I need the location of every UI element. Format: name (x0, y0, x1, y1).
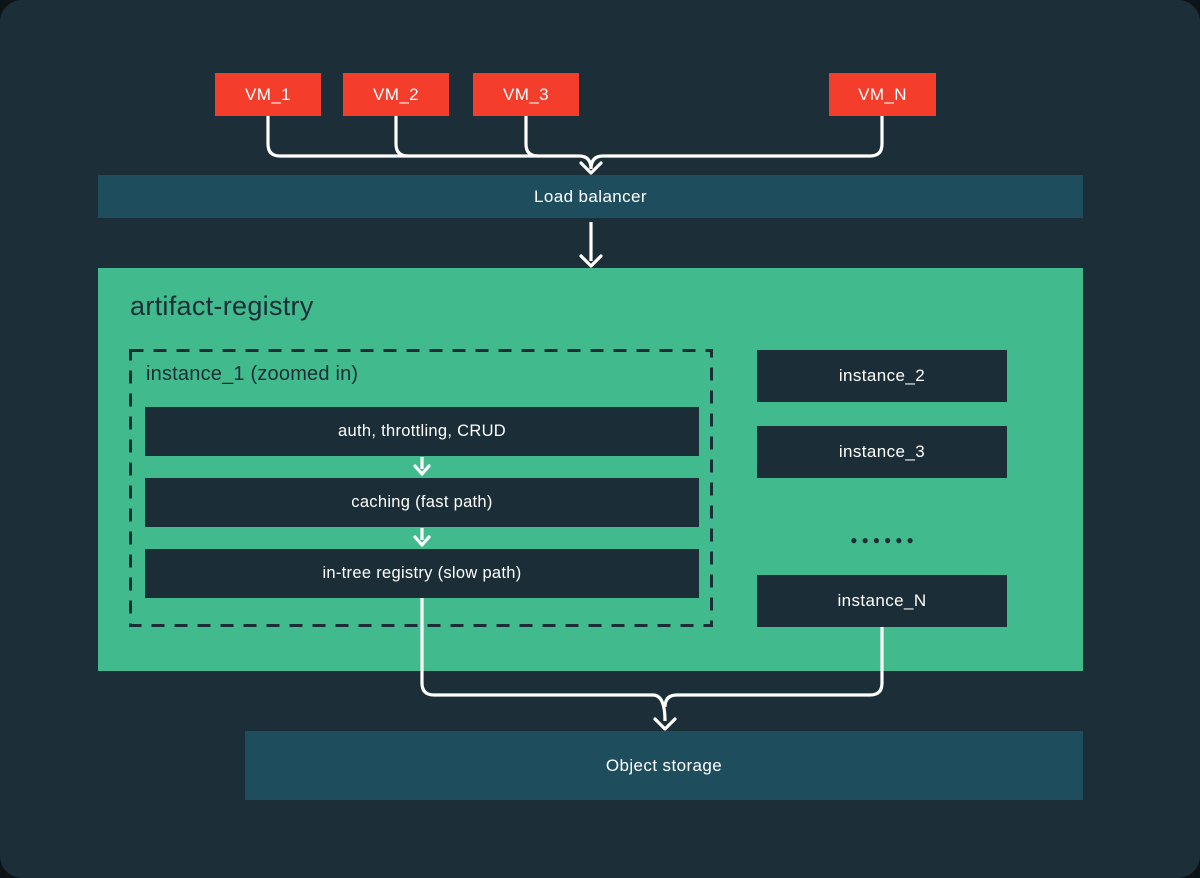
instance-1-title: instance_1 (zoomed in) (146, 363, 359, 385)
vm-2-drop-line (394, 116, 409, 158)
stage-intree-label: in-tree registry (slow path) (322, 564, 522, 582)
top-bus-left-line (280, 154, 593, 170)
stage-auth-throttling-crud-bar: auth, throttling, CRUD (145, 407, 699, 456)
instance-1-group: instance_1 (zoomed in) auth, throttling,… (129, 349, 713, 627)
instance-3-label: instance_3 (838, 442, 926, 461)
lb-to-registry-arrowhead (579, 254, 603, 268)
vm-node-2-label: VM_2 (372, 84, 419, 104)
vm-1-drop-line (266, 116, 281, 158)
vm-node-1: VM_1 (215, 73, 321, 116)
instance-n-node: instance_N (757, 575, 1007, 627)
vm-3-drop-line (524, 116, 539, 158)
vm-node-n: VM_N (829, 73, 936, 116)
stage-auth-label: auth, throttling, CRUD (338, 422, 506, 440)
instance-2-node: instance_2 (757, 350, 1007, 402)
instance-n-label: instance_N (837, 591, 927, 610)
artifact-registry-panel: artifact-registry instance_1 (zoomed in)… (98, 268, 1083, 671)
top-merge-arrowhead (579, 161, 603, 175)
stage-intree-registry-bar: in-tree registry (slow path) (145, 549, 699, 598)
stage-caching-bar: caching (fast path) (145, 478, 699, 527)
object-storage-bar: Object storage (245, 731, 1083, 800)
bottom-merge-arrowhead (653, 717, 677, 731)
instance-3-node: instance_3 (757, 426, 1007, 478)
vm-node-2: VM_2 (343, 73, 449, 116)
vm-node-1-label: VM_1 (244, 84, 291, 104)
top-bus-right-line (589, 154, 870, 170)
vm-n-drop-line (869, 116, 884, 158)
object-storage-label: Object storage (605, 755, 723, 775)
vm-node-3-label: VM_3 (502, 84, 549, 104)
artifact-registry-title: artifact-registry (130, 291, 314, 321)
stage-caching-label: caching (fast path) (351, 493, 493, 511)
vm-node-3: VM_3 (473, 73, 579, 116)
instances-ellipsis: ●●●●●● (850, 533, 918, 547)
load-balancer-label: Load balancer (534, 186, 647, 206)
instance-2-label: instance_2 (838, 366, 926, 385)
vm-node-n-label: VM_N (858, 84, 907, 104)
load-balancer-bar: Load balancer (98, 175, 1083, 218)
